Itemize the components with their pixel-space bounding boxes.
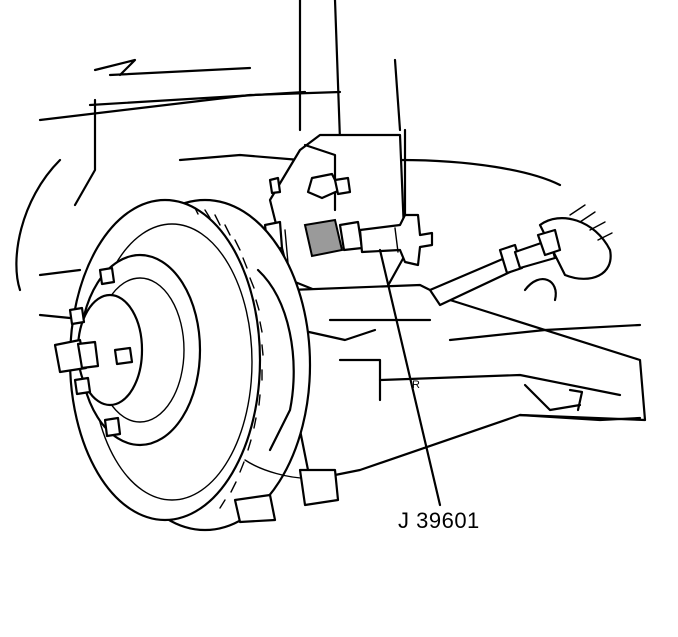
callout-leader-line xyxy=(378,248,442,507)
tie-rod xyxy=(428,204,613,307)
vehicle-frame-lines xyxy=(15,0,562,320)
lower-control-arm xyxy=(288,283,647,482)
callout-label: J 39601 xyxy=(398,508,480,533)
ball-joint-stud xyxy=(263,218,364,258)
wheel-studs xyxy=(53,266,134,438)
upper-bolt xyxy=(268,172,352,200)
stamp-marks: R xyxy=(412,379,420,391)
tool-j39601 xyxy=(358,213,434,267)
brake-hose xyxy=(233,268,340,524)
brake-rotor xyxy=(68,198,312,532)
